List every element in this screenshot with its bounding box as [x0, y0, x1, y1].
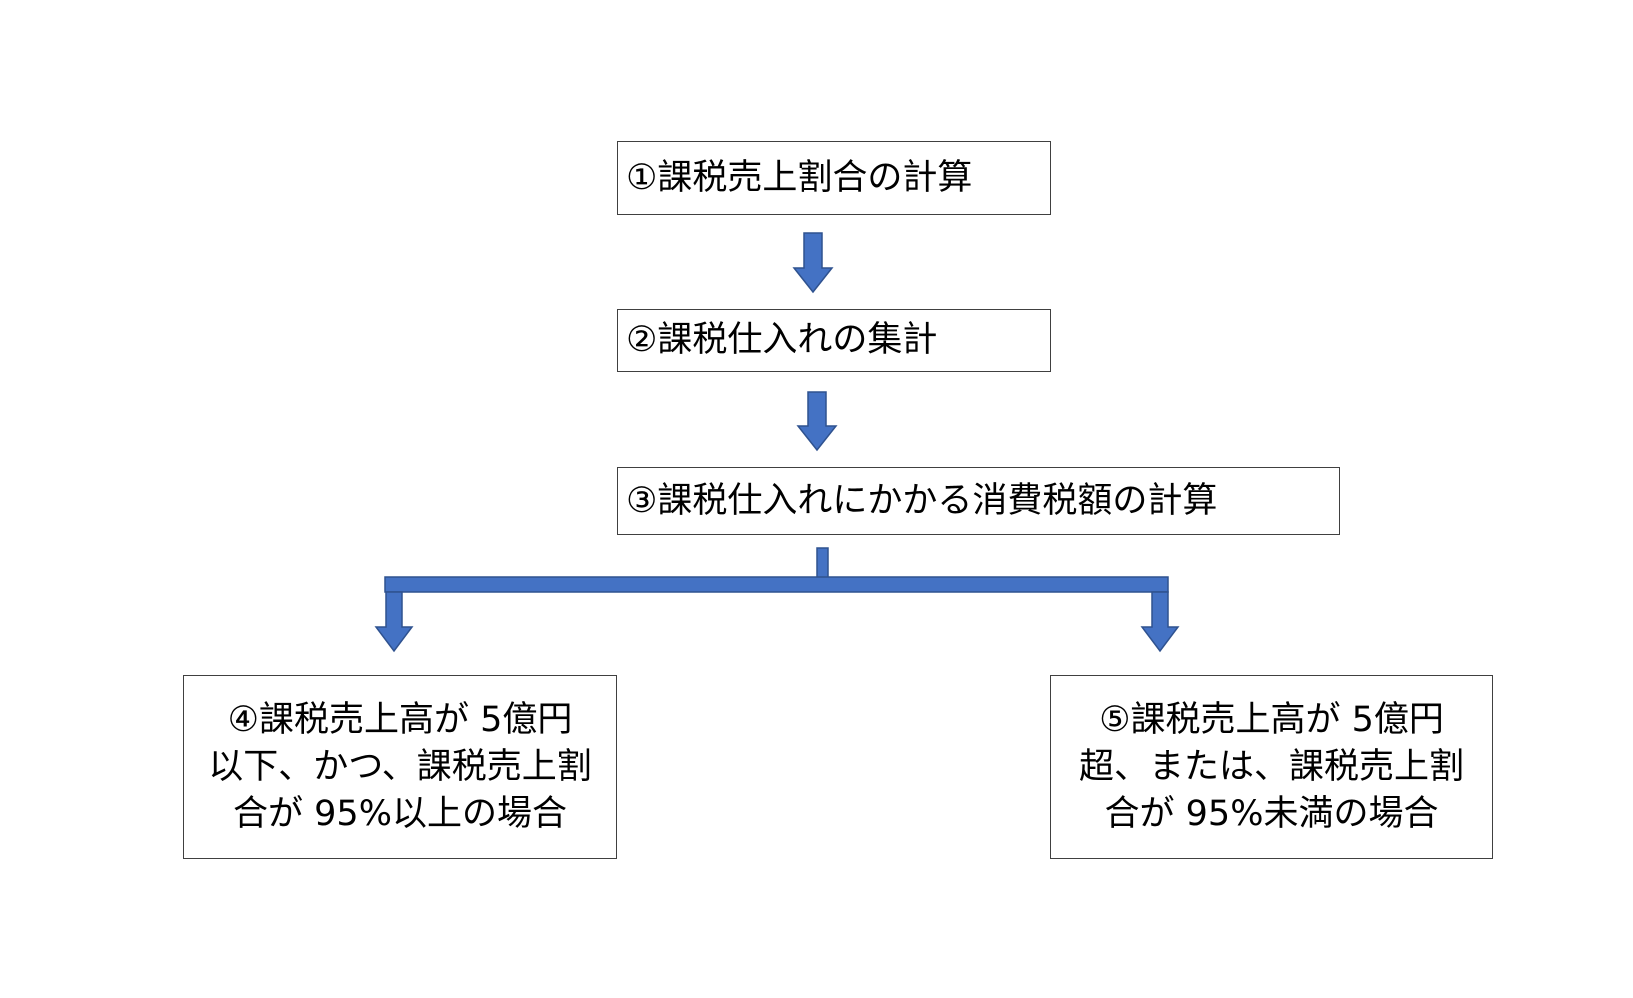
branch-stem [816, 547, 829, 579]
step1-label: ①課税売上割合の計算 [626, 157, 973, 198]
step5-label-line3: 合が 95%未満の場合 [1104, 793, 1439, 834]
arrow-to-step4 [374, 591, 414, 653]
step2-label: ②課税仕入れの集計 [626, 320, 938, 360]
branch-bar [384, 576, 1169, 593]
step4-label-line1: ④課税売上高が 5億円 [227, 699, 573, 740]
step4-label-line3: 合が 95%以上の場合 [233, 793, 567, 834]
step2-box: ②課税仕入れの集計 [617, 309, 1051, 372]
step3-label: ③課税仕入れにかかる消費税額の計算 [626, 480, 1218, 521]
step3-box: ③課税仕入れにかかる消費税額の計算 [617, 467, 1340, 535]
step1-box: ①課税売上割合の計算 [617, 141, 1051, 215]
step4-label-line2: 以下、かつ、課税売上割 [208, 746, 592, 787]
step5-label-line1: ⑤課税売上高が 5億円 [1099, 699, 1444, 740]
step5-box: ⑤課税売上高が 5億円 超、または、課税売上割 合が 95%未満の場合 [1050, 675, 1493, 859]
arrow-to-step5 [1140, 591, 1180, 653]
arrow-step2-to-step3 [796, 391, 838, 452]
step5-label-line2: 超、または、課税売上割 [1078, 746, 1464, 787]
arrow-step1-to-step2 [792, 232, 834, 294]
step4-box: ④課税売上高が 5億円 以下、かつ、課税売上割 合が 95%以上の場合 [183, 675, 617, 859]
